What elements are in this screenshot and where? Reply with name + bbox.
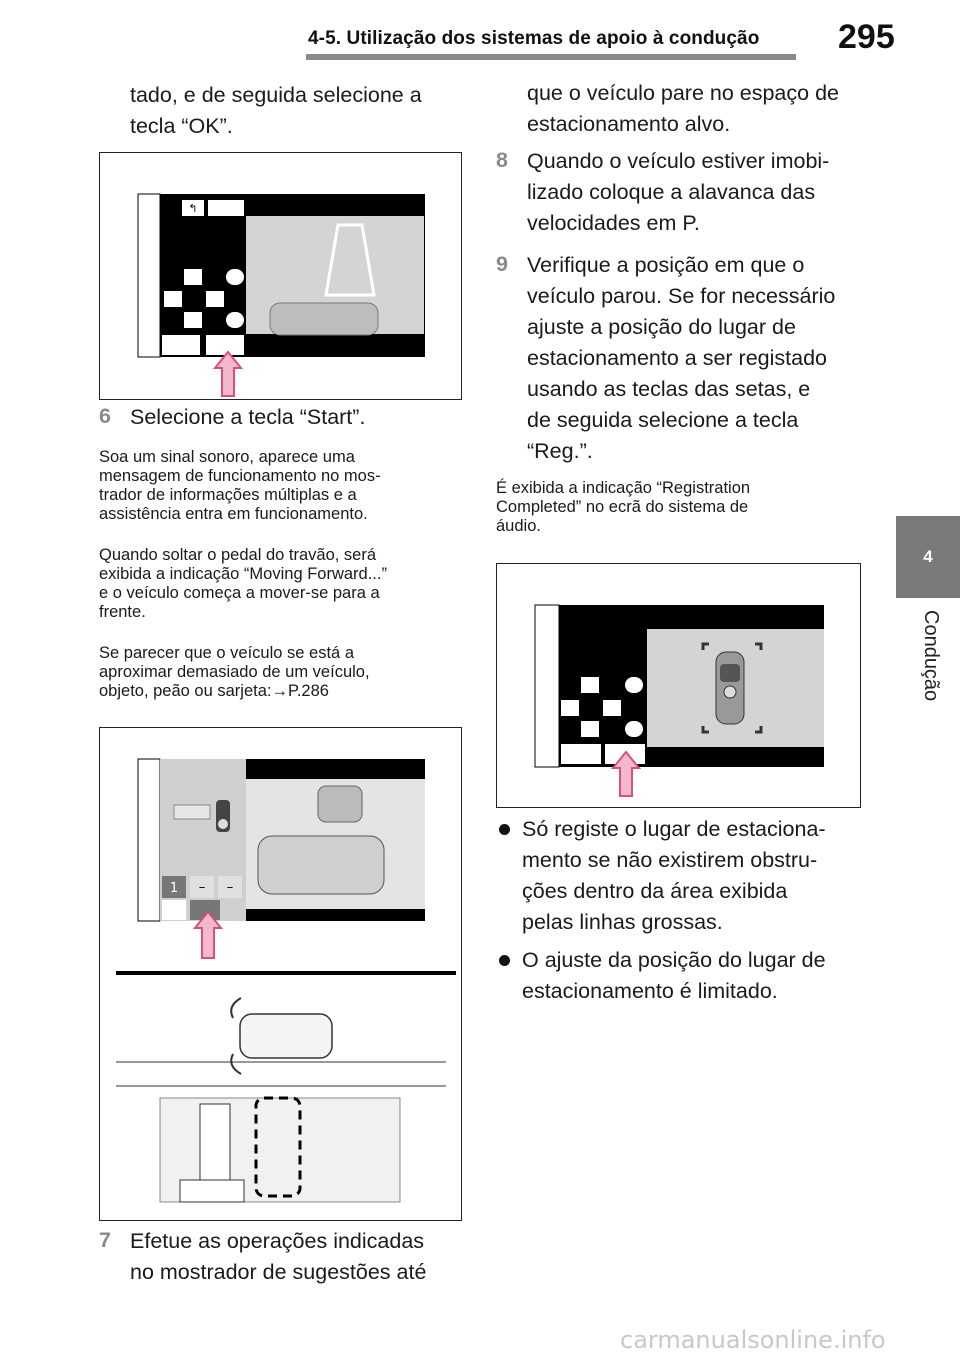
bullet-text-2: O ajuste da posição do lugar de estacion… <box>522 948 826 1003</box>
step-7-number: 7 <box>99 1228 111 1252</box>
section-title: 4-5. Utilização dos sistemas de apoio à … <box>308 28 760 49</box>
paragraph-brake: Quando soltar o pedal do travão, será ex… <box>99 546 387 621</box>
step-8-number: 8 <box>496 148 508 172</box>
intro-text: tado, e de seguida selecione a tecla “OK… <box>130 83 422 138</box>
step-9-text: Verifique a posição em que o veículo par… <box>527 253 836 463</box>
chapter-tab: 4 <box>896 516 960 598</box>
header-rule <box>306 54 796 60</box>
arrow-up-icon <box>213 350 243 398</box>
step-8-text: Quando o veículo estiver imobi- lizado c… <box>527 149 830 235</box>
step-7-continued: que o veículo pare no espaço de estacion… <box>527 81 839 136</box>
step-7-text: Efetue as operações indicadas no mostrad… <box>130 1229 427 1284</box>
figure-moving-forward: 1 – – <box>99 727 462 1221</box>
paragraph-warning: Se parecer que o veículo se está a aprox… <box>99 644 370 700</box>
step-9-number: 9 <box>496 252 508 276</box>
screen-illustration: ↰ <box>137 193 425 358</box>
step-6-text: Selecione a tecla “Start”. <box>130 405 366 429</box>
svg-text:↰: ↰ <box>188 202 197 215</box>
arrow-up-icon <box>193 910 223 960</box>
figure-ok-screen: ↰ <box>99 152 462 400</box>
bullet-text-1: Só registe o lugar de estaciona- mento s… <box>522 817 826 934</box>
chapter-label: Condução <box>920 610 942 702</box>
arrow-up-icon <box>611 750 641 798</box>
page-number: 295 <box>838 18 895 56</box>
screen-and-parking-illustration: 1 – – <box>116 758 456 1203</box>
step-6-number: 6 <box>99 404 111 428</box>
gear-label: 1 <box>170 881 178 896</box>
paragraph-beep: Soa um sinal sonoro, aparece uma mensage… <box>99 448 381 523</box>
figure-registration-screen <box>496 563 861 808</box>
bullet-icon <box>499 955 510 966</box>
chapter-number: 4 <box>923 547 933 566</box>
dash-label-1: – <box>199 880 206 895</box>
dash-label-2: – <box>227 880 234 895</box>
watermark: carmanualsonline.info <box>620 1326 886 1354</box>
screen-illustration <box>534 604 824 768</box>
bullet-icon <box>499 824 510 835</box>
paragraph-registration: É exibida a indicação “Registration Comp… <box>496 479 751 535</box>
